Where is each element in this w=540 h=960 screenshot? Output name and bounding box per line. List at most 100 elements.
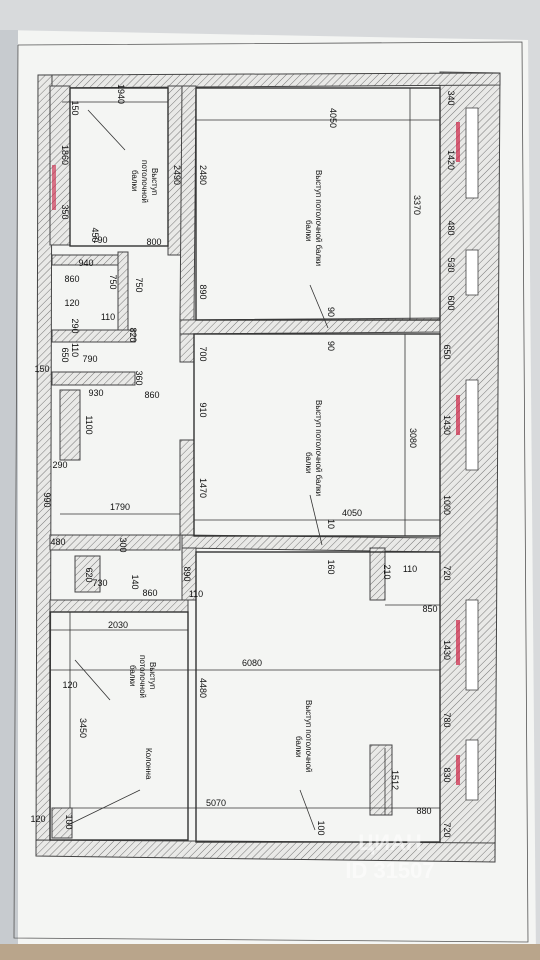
- wall-small-block-4: [59, 389, 81, 461]
- dim-110a: 110: [101, 312, 115, 322]
- dim-650a: 650: [60, 347, 70, 362]
- arrow-beam-bottom: [299, 789, 316, 831]
- dim-90b: 90: [326, 341, 336, 351]
- note-beam-left-l1: Выступ: [150, 168, 159, 195]
- dim-4050a: 4050: [328, 108, 338, 128]
- dim-530: 530: [446, 257, 456, 272]
- window-mark-2: [456, 395, 460, 435]
- room-bottom-left: [49, 611, 189, 841]
- note-beam-bottom-r1: Выступ потолочной: [304, 700, 313, 772]
- dim-790b: 790: [82, 354, 97, 364]
- dim-830: 830: [442, 767, 452, 782]
- note-beam-mid: Выступ потолочной балки: [314, 400, 323, 496]
- dim-120c: 120: [30, 814, 45, 824]
- dim-10: 10: [326, 519, 336, 529]
- arrow-beam-left-top: [87, 109, 126, 151]
- note-beam-top: Выступ потолочной балки: [314, 170, 323, 266]
- window-4: [465, 599, 479, 691]
- dim-620: 620: [84, 567, 94, 582]
- dimension-lines: [50, 85, 441, 840]
- dim-1100: 1100: [84, 415, 94, 434]
- note-beam-left-l2: потолочной: [140, 160, 149, 203]
- dim-1940: 1940: [116, 84, 126, 104]
- windows: [52, 107, 479, 801]
- dim-1430b: 1430: [442, 640, 452, 660]
- dim-290b: 290: [52, 460, 67, 470]
- wall-small-block-6: [74, 555, 101, 593]
- watermark-brand: ЦИАН: [358, 830, 422, 855]
- watermark-id: ID 31507: [345, 858, 434, 883]
- dim-100a: 100: [64, 814, 74, 829]
- window-1: [465, 107, 479, 199]
- dim-210: 210: [382, 564, 392, 579]
- room-top-left: [69, 87, 169, 247]
- dim-1512: 1512: [390, 770, 400, 790]
- dim-5070: 5070: [206, 798, 226, 808]
- dim-1860: 1860: [60, 145, 70, 165]
- dim-880: 880: [416, 806, 431, 816]
- dim-1470: 1470: [198, 478, 208, 498]
- dim-2030: 2030: [108, 620, 128, 630]
- dimension-labels: 1940 150 1860 350 2490 2480 4050 3370 34…: [30, 84, 456, 838]
- watermark: ЦИАН ID 31507: [345, 830, 434, 883]
- wall-lower-right-stub: [369, 547, 386, 601]
- outer-wall-top: [37, 72, 501, 89]
- dim-480a: 480: [446, 220, 456, 235]
- dim-1790: 1790: [110, 502, 130, 512]
- drawing-frame: [13, 41, 529, 943]
- dim-350: 350: [60, 204, 70, 219]
- dim-150b: 150: [34, 364, 49, 374]
- arrow-beam-top: [309, 284, 329, 329]
- dim-2490: 2490: [172, 165, 182, 185]
- dim-820: 820: [128, 327, 138, 342]
- note-beam-bottom-r2: балки: [294, 736, 303, 757]
- dim-890a: 890: [198, 284, 208, 299]
- arrow-beam-left-bottom: [74, 659, 111, 701]
- dim-140: 140: [130, 574, 140, 589]
- wall-lower-right-stub-2: [369, 744, 393, 816]
- note-beam-top-l2: балки: [304, 220, 313, 241]
- dim-860c: 860: [142, 588, 157, 598]
- wall-room-divider-top: [179, 85, 197, 321]
- dim-300: 300: [118, 537, 128, 552]
- note-beam-lower-l1: Выступ: [148, 662, 157, 689]
- paper-sheet: [0, 30, 536, 960]
- dim-340: 340: [446, 90, 456, 105]
- dim-150a: 150: [70, 100, 80, 115]
- dim-750b: 750: [134, 277, 144, 292]
- note-beam-left-l3: балки: [130, 170, 139, 191]
- wall-small-block-5: [49, 534, 181, 551]
- dim-160: 160: [326, 559, 336, 574]
- dim-4050b: 4050: [342, 508, 362, 518]
- window-mark-left: [52, 165, 56, 210]
- note-beam-mid-l2: балки: [304, 452, 313, 473]
- dim-2480: 2480: [198, 165, 208, 185]
- wall-small-block-3: [51, 371, 136, 386]
- dim-1430a: 1430: [442, 415, 452, 435]
- window-5: [465, 739, 479, 801]
- window-mark-1: [456, 122, 460, 162]
- dim-860b: 860: [144, 390, 159, 400]
- dim-1000: 1000: [442, 495, 452, 515]
- dim-990: 990: [42, 492, 52, 507]
- dim-480b: 480: [50, 537, 65, 547]
- dim-3450: 3450: [78, 718, 88, 738]
- annotations: Выступ потолочной балки балки Выступ пот…: [128, 160, 323, 780]
- window-3: [465, 379, 479, 471]
- note-column: Колонна: [144, 748, 153, 780]
- dim-110c: 110: [403, 564, 417, 574]
- wall-room-divider-mid: [179, 333, 195, 363]
- arrow-column: [67, 789, 141, 826]
- table-edge: [0, 944, 540, 960]
- dim-1420: 1420: [446, 150, 456, 170]
- dim-120b: 120: [62, 680, 77, 690]
- wall-room-divider-low: [179, 439, 195, 536]
- dim-290a: 290: [70, 318, 80, 333]
- dim-110d: 110: [189, 589, 203, 599]
- dim-110b: 110: [70, 343, 80, 357]
- window-2: [465, 249, 479, 296]
- dim-100b: 100: [316, 820, 326, 835]
- dim-650b: 650: [442, 344, 452, 359]
- wall-small-block-2: [51, 329, 136, 343]
